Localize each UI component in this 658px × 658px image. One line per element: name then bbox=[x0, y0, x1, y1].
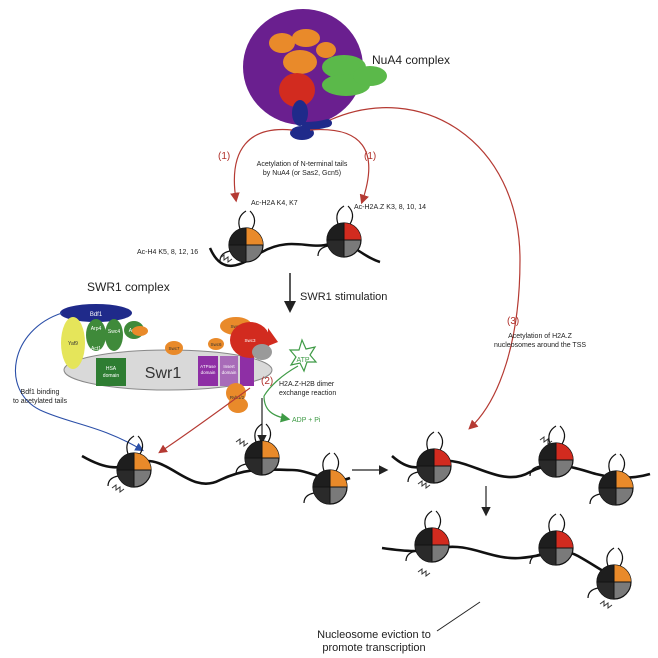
nua4-complex bbox=[243, 9, 387, 140]
step3-line1: Acetylation of H2A.Z bbox=[508, 333, 573, 340]
eviction-pointer bbox=[436, 601, 481, 632]
swr1-complex-label: SWR1 complex bbox=[87, 280, 170, 294]
nua4-label: NuA4 complex bbox=[372, 53, 450, 67]
svg-text:domain: domain bbox=[222, 370, 237, 375]
svg-text:Swc4: Swc4 bbox=[108, 329, 120, 335]
bdf1-line1: Bdf1 binding bbox=[21, 389, 60, 396]
nucleosome-pair-top bbox=[208, 205, 381, 268]
svg-text:domain: domain bbox=[201, 370, 216, 375]
step3-line2: nucleosomes around the TSS bbox=[494, 342, 586, 349]
svg-text:Arp4: Arp4 bbox=[91, 326, 102, 332]
svg-text:HSA: HSA bbox=[106, 366, 117, 372]
eviction-line1: Nucleosome eviction to bbox=[317, 629, 431, 641]
atp-in-arrow bbox=[263, 365, 299, 397]
svg-text:domain: domain bbox=[103, 373, 120, 379]
atp-label: ATP bbox=[296, 357, 309, 364]
exchange-line1: H2A.Z-H2B dimer bbox=[279, 381, 335, 388]
eviction-line2: promote transcription bbox=[322, 642, 425, 654]
exchange-line2: exchange reaction bbox=[279, 390, 336, 397]
adp-out-arrow bbox=[263, 395, 291, 423]
svg-text:Swc5: Swc5 bbox=[230, 324, 242, 329]
adp-label: ADP + Pi bbox=[292, 417, 321, 424]
swr1-complex: Bdf1 Yaf9 Arp4 Act1 Swc4 Arp6 HSA domain… bbox=[60, 304, 278, 413]
chromatin-bottom bbox=[381, 510, 632, 609]
bdf1-line2: to acetylated tails bbox=[13, 398, 68, 405]
svg-text:Swc7: Swc7 bbox=[168, 346, 180, 351]
swr1-stimulation-label: SWR1 stimulation bbox=[300, 291, 387, 303]
step1-right-label: (1) bbox=[364, 151, 376, 162]
step3-arrow bbox=[329, 107, 521, 430]
acetylation-line2: by NuA4 (or Sas2, Gcn5) bbox=[263, 170, 341, 177]
ac-h2az-label: Ac-H2A.Z K3, 8, 10, 14 bbox=[354, 204, 426, 211]
swr1-to-nucleosome-arrow bbox=[158, 387, 251, 454]
ac-h4-label: Ac-H4 K5, 8, 12, 16 bbox=[137, 249, 198, 256]
svg-text:Swc3: Swc3 bbox=[244, 338, 256, 343]
step1-right-arrow bbox=[309, 128, 370, 205]
svg-text:Act1: Act1 bbox=[91, 346, 101, 352]
atp-star bbox=[288, 338, 318, 373]
acetylation-line1: Acetylation of N-terminal tails bbox=[257, 161, 348, 168]
ac-h2a-label: Ac-H2A K4, K7 bbox=[251, 200, 298, 207]
step3-label: (3) bbox=[507, 316, 519, 327]
svg-text:Bdf1: Bdf1 bbox=[90, 312, 103, 318]
svg-text:Yaf9: Yaf9 bbox=[68, 341, 78, 347]
step1-left-arrow bbox=[230, 128, 293, 203]
bdf1-binding-arrow bbox=[15, 312, 144, 452]
svg-text:ATPase: ATPase bbox=[200, 364, 216, 369]
chromatin-middle-left bbox=[81, 423, 351, 505]
svg-text:Insert: Insert bbox=[223, 364, 235, 369]
swr1-label: Swr1 bbox=[145, 365, 182, 382]
step2-label: (2) bbox=[261, 376, 273, 387]
step1-left-label: (1) bbox=[218, 151, 230, 162]
chromatin-middle-right bbox=[391, 425, 651, 506]
svg-text:Swc6: Swc6 bbox=[210, 342, 222, 347]
